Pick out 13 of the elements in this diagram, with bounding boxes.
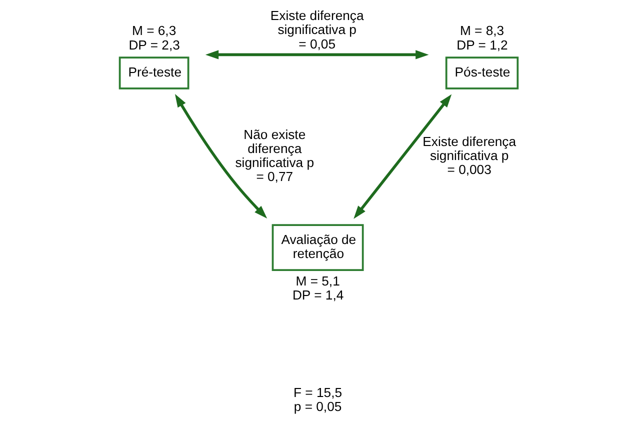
arrow <box>354 94 452 219</box>
node-label: M = 6,3 DP = 2,3 <box>128 23 180 52</box>
node-box: Pré-teste <box>118 56 190 90</box>
label: F = 15,5 p = 0,05 <box>294 384 342 414</box>
edge-label: Existe diferença significativa p = 0,003 <box>422 134 516 178</box>
arrow <box>174 94 268 218</box>
node-box: Pós-teste <box>445 56 519 90</box>
node-label: M = 5,1 DP = 1,4 <box>292 273 344 302</box>
arrow <box>205 50 429 60</box>
node-label: M = 8,3 DP = 1,2 <box>456 23 508 52</box>
edge-label: Não existe diferença significativa p = 0,77 <box>235 126 314 184</box>
node-box: Avaliação de retenção <box>272 224 364 271</box>
edge-label: Existe diferença significativa p = 0,05 <box>270 8 364 52</box>
